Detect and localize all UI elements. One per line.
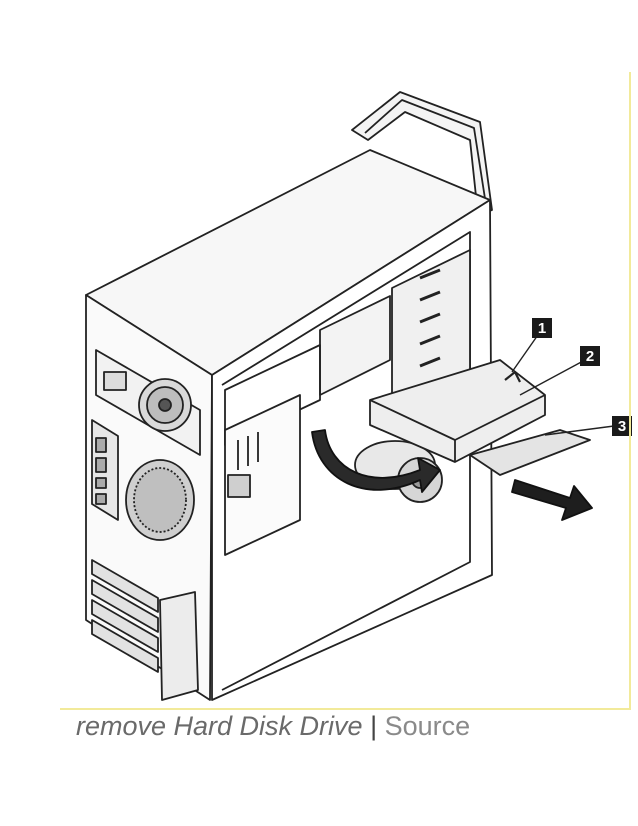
callout-1: 1 bbox=[532, 318, 552, 338]
callout-3: 3 bbox=[612, 416, 632, 436]
figure-caption: remove Hard Disk Drive | Source bbox=[76, 708, 470, 744]
callout-1-label: 1 bbox=[538, 320, 546, 337]
caption-source-link[interactable]: Source bbox=[384, 711, 471, 741]
callout-3-label: 3 bbox=[618, 418, 626, 435]
computer-case-line-art: 1 2 3 bbox=[85, 91, 632, 701]
frame-bottom-rule bbox=[60, 708, 631, 710]
callout-2-label: 2 bbox=[586, 348, 594, 365]
caption-separator: | bbox=[370, 711, 378, 741]
frame-right-rule bbox=[629, 72, 631, 710]
figure-illustration: 1 2 3 bbox=[85, 91, 632, 701]
callout-2: 2 bbox=[580, 346, 600, 366]
caption-title: remove Hard Disk Drive bbox=[76, 711, 363, 741]
